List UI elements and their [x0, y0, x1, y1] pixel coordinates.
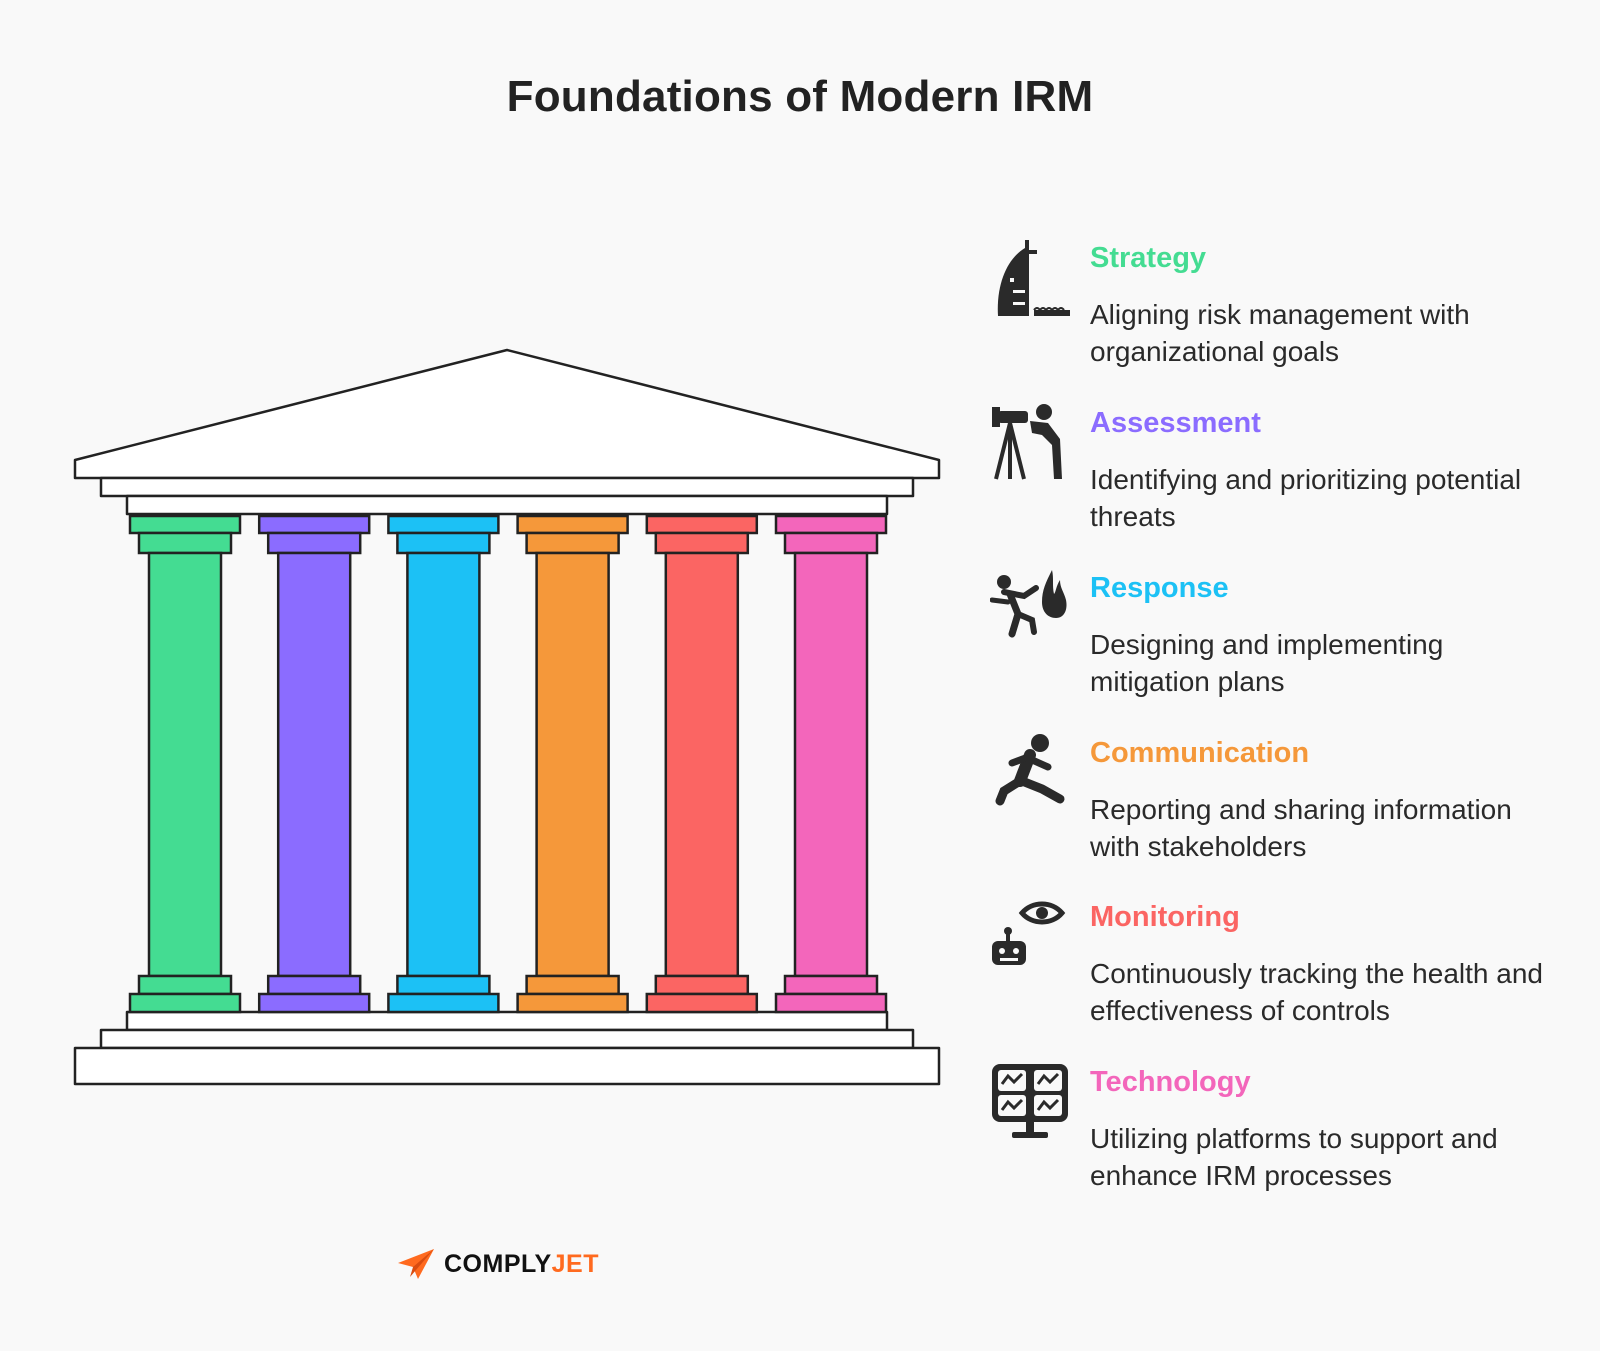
- pillar-monitoring-shaft: [666, 553, 738, 976]
- pillar-communication-capital-bottom: [527, 533, 619, 553]
- pillar-communication-shaft: [537, 553, 609, 976]
- foundation-label: Assessment: [1090, 407, 1261, 440]
- pillar-assessment-base-top: [268, 976, 360, 994]
- pillar-response-base-top: [397, 976, 489, 994]
- brand-name: COMPLYJET: [444, 1250, 599, 1279]
- pillar-response-shaft: [407, 553, 479, 976]
- temple-base-step-2: [101, 1030, 913, 1048]
- pillar-assessment-shaft: [278, 553, 350, 976]
- brand-name-main: COMPLY: [444, 1250, 552, 1278]
- robot-eye-icon: [990, 897, 1070, 977]
- foundation-label: Strategy: [1090, 242, 1206, 275]
- foundation-label: Communication: [1090, 737, 1309, 770]
- pillar-strategy-capital-bottom: [139, 533, 231, 553]
- foundation-description: Utilizing platforms to support and enhan…: [1090, 1120, 1550, 1194]
- running-person-icon: [990, 733, 1070, 813]
- pillar-monitoring-base-top: [656, 976, 748, 994]
- paper-plane-icon: [396, 1247, 436, 1281]
- foundation-description: Continuously tracking the health and eff…: [1090, 955, 1550, 1029]
- pillar-technology-base-top: [785, 976, 877, 994]
- brand-name-accent: JET: [552, 1250, 599, 1278]
- pillars-group: [130, 516, 886, 1012]
- pillar-monitoring-base-bottom: [647, 994, 757, 1012]
- pillar-assessment-capital-bottom: [268, 533, 360, 553]
- pillar-communication-capital-top: [518, 516, 628, 533]
- pillar-strategy-base-top: [139, 976, 231, 994]
- foundation-description: Designing and implementing mitigation pl…: [1090, 626, 1550, 700]
- lighthouse-icon: [990, 238, 1070, 318]
- pillar-communication-base-top: [527, 976, 619, 994]
- pillar-technology-base-bottom: [776, 994, 886, 1012]
- pillar-technology-capital-bottom: [785, 533, 877, 553]
- temple-entablature-lower: [127, 496, 887, 514]
- foundation-description: Reporting and sharing information with s…: [1090, 791, 1550, 865]
- pillar-technology-shaft: [795, 553, 867, 976]
- dashboard-monitor-icon: [990, 1062, 1070, 1142]
- pillar-monitoring-capital-top: [647, 516, 757, 533]
- pillar-strategy-capital-top: [130, 516, 240, 533]
- brand-logo: COMPLYJET: [396, 1244, 599, 1284]
- temple-entablature-upper: [101, 478, 913, 496]
- foundation-description: Aligning risk management with organizati…: [1090, 296, 1550, 370]
- pillar-assessment-capital-top: [259, 516, 369, 533]
- pillar-technology-capital-top: [776, 516, 886, 533]
- pillar-response-capital-top: [388, 516, 498, 533]
- pillar-response-base-bottom: [388, 994, 498, 1012]
- pillar-communication-base-bottom: [518, 994, 628, 1012]
- foundation-label: Technology: [1090, 1066, 1251, 1099]
- foundation-description: Identifying and prioritizing potential t…: [1090, 461, 1550, 535]
- pillar-strategy-base-bottom: [130, 994, 240, 1012]
- pillar-strategy-shaft: [149, 553, 221, 976]
- running-from-fire-icon: [990, 568, 1070, 648]
- temple-roof: [75, 350, 939, 478]
- temple-base-step-1: [127, 1012, 887, 1030]
- pillar-response-capital-bottom: [397, 533, 489, 553]
- telescope-person-icon: [990, 403, 1070, 483]
- pillar-monitoring-capital-bottom: [656, 533, 748, 553]
- temple-base-step-3: [75, 1048, 939, 1084]
- foundation-label: Monitoring: [1090, 901, 1240, 934]
- pillar-assessment-base-bottom: [259, 994, 369, 1012]
- foundation-label: Response: [1090, 572, 1229, 605]
